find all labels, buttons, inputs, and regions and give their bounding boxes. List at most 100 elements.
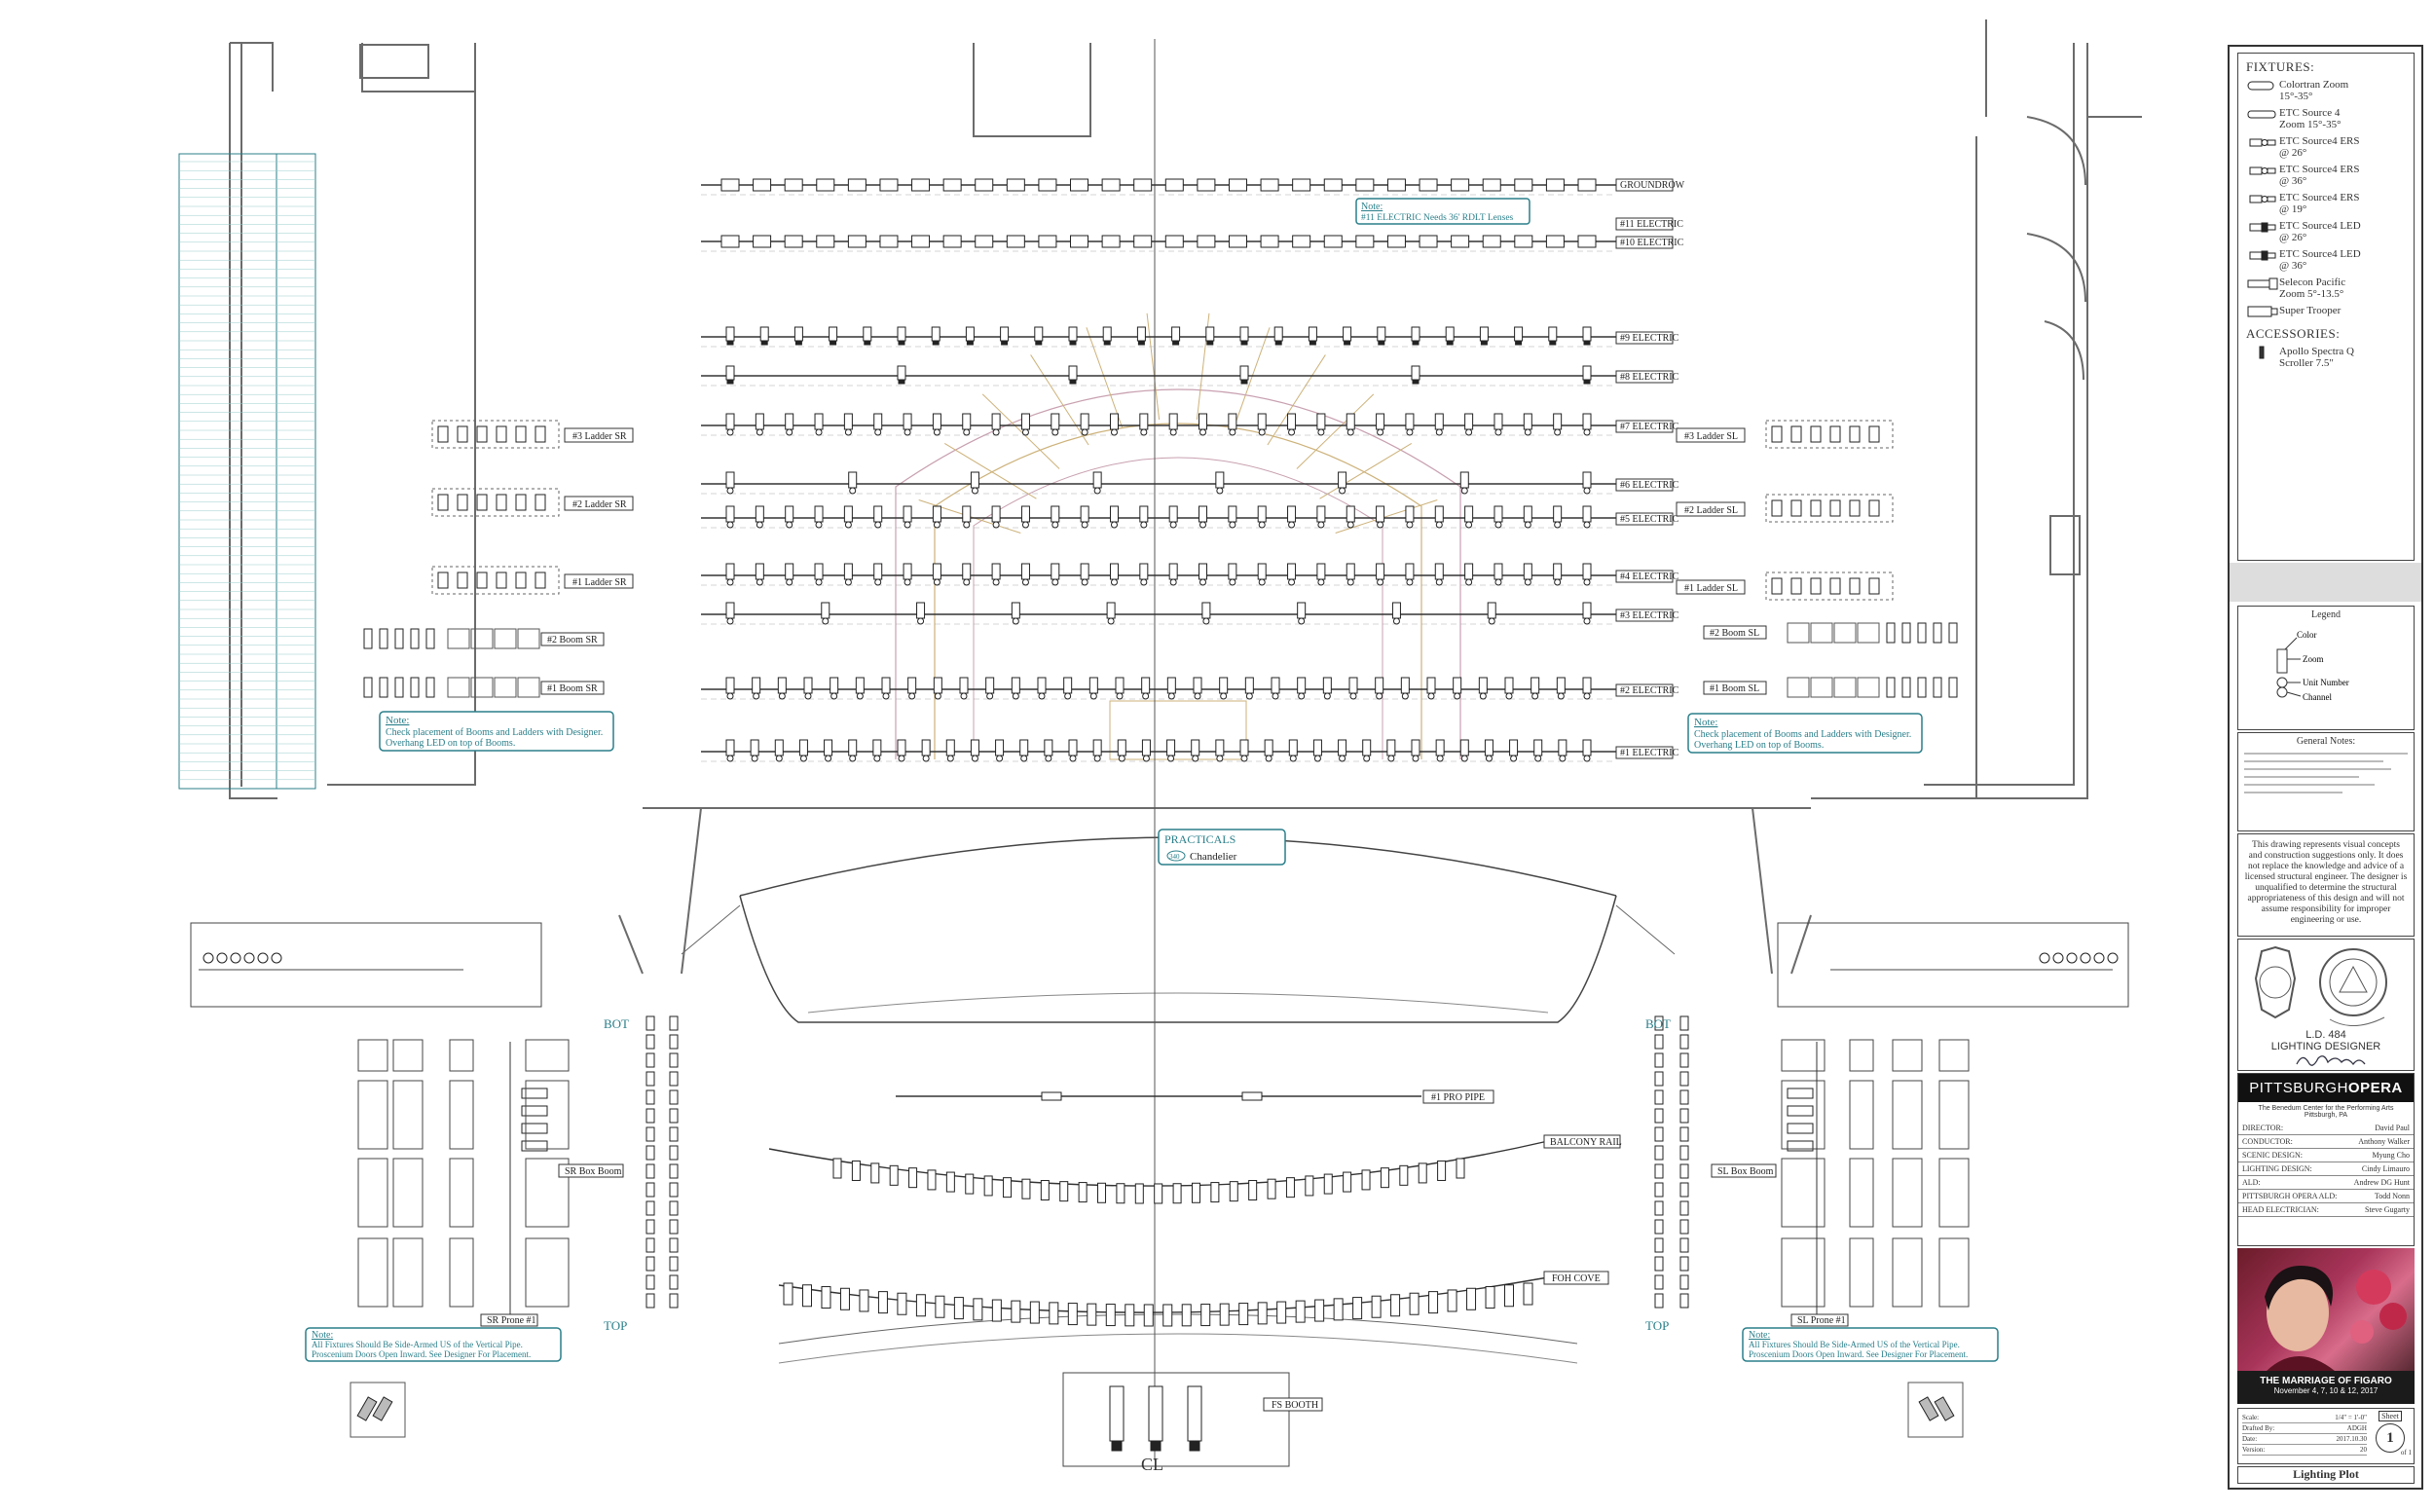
fixture-body	[1092, 471, 1102, 489]
wall-segment	[618, 914, 644, 975]
foh-fixture	[1466, 1287, 1477, 1310]
fixture-unit	[1197, 178, 1216, 192]
fixture-unit	[1582, 471, 1592, 495]
fixture-unit	[752, 677, 761, 700]
fixture-unit	[1386, 178, 1406, 192]
fixture-lens	[1064, 692, 1072, 700]
fixture-unit	[814, 413, 824, 436]
fixture-body	[881, 677, 891, 694]
fixture-body	[1348, 677, 1358, 694]
credit-role: LIGHTING DESIGN:	[2242, 1164, 2312, 1173]
tower-fixture	[1654, 1293, 1664, 1309]
fixture-body	[1115, 677, 1125, 694]
fixture-body	[1514, 326, 1524, 342]
fixture-lens	[1435, 578, 1443, 586]
tower-fixture	[645, 1237, 655, 1253]
label-ladder-sl-2: #2 Ladder SL	[1684, 505, 1738, 516]
fixture-unit	[1297, 602, 1307, 625]
fixture-unit	[932, 413, 941, 436]
fixture-unit	[1292, 178, 1311, 192]
fixture-body	[725, 677, 735, 694]
fixture-lens	[1103, 340, 1111, 346]
fixture-body	[1037, 677, 1047, 694]
ladder-fixture-body	[476, 425, 488, 443]
fixture-body	[1228, 563, 1237, 580]
fixture-body	[816, 178, 835, 192]
fixture-unit	[1377, 326, 1386, 346]
fixture-lens	[963, 578, 971, 586]
fixture-unit	[1582, 505, 1592, 529]
label-ladder-sl-3: #3 Ladder SL	[1684, 431, 1738, 442]
tower-fixture	[669, 1163, 679, 1179]
fixture-lens	[1494, 521, 1502, 529]
fixture-body	[1244, 677, 1254, 694]
fixture-body	[1545, 178, 1565, 192]
fixture-body	[1117, 739, 1126, 756]
seating-box	[1781, 1080, 1826, 1150]
fixture-lens	[1069, 340, 1077, 346]
fixture-unit	[1343, 326, 1352, 346]
fixture-unit	[907, 677, 917, 700]
fixture-lens	[1583, 692, 1591, 700]
fixture-unit	[1312, 739, 1322, 762]
fixture-body	[1141, 677, 1151, 694]
fixture-unit	[1297, 677, 1307, 700]
label-sl-prone: SL Prone #1	[1797, 1315, 1846, 1326]
fixture-unit	[1244, 677, 1254, 700]
fixture-lens	[726, 487, 734, 495]
fixture-unit	[1080, 563, 1089, 586]
followspot	[1187, 1385, 1202, 1442]
colortran-zoom-icon	[2246, 79, 2279, 92]
fixture-unit	[1201, 602, 1211, 625]
fixture-body	[855, 677, 865, 694]
fixture-body	[1504, 677, 1514, 694]
ladder-fixture	[476, 494, 488, 511]
foh-fixture	[1257, 1302, 1268, 1325]
boom-box	[447, 628, 470, 649]
fixture-lens	[1142, 755, 1150, 762]
drawing-title: Lighting Plot	[2237, 1466, 2415, 1484]
fixture-unit	[1545, 178, 1565, 192]
fixture-unit	[1051, 505, 1060, 529]
house-positions	[350, 1039, 1970, 1438]
fixture-unit	[1139, 563, 1149, 586]
grey-spacer	[2230, 563, 2421, 602]
fixture-body	[1523, 505, 1532, 523]
show-poster-image: THE MARRIAGE OF FIGARO November 4, 7, 10…	[2237, 1248, 2415, 1404]
ladder-fixture	[1771, 425, 1783, 443]
tower-fixture	[669, 1145, 679, 1161]
ladder-fixture	[1810, 499, 1822, 517]
orchestra-pit	[739, 895, 1617, 1023]
fixture-body	[945, 739, 955, 756]
boom-box	[1810, 677, 1833, 698]
union-box: L.D. 484 LIGHTING DESIGNER	[2237, 939, 2415, 1071]
fixture-unit	[1000, 326, 1010, 346]
sheet-field: Scale:1/4" = 1'-0"	[2242, 1413, 2367, 1423]
balcony-fixture	[1323, 1173, 1333, 1195]
credit-name: Andrew DG Hunt	[2353, 1178, 2410, 1187]
label-fs-booth: FS BOOTH	[1272, 1400, 1318, 1411]
credit-name: Cindy Limauro	[2361, 1164, 2410, 1173]
fixture-body	[755, 563, 764, 580]
fixture-unit	[962, 505, 972, 529]
sheet-field-label: Scale:	[2242, 1414, 2260, 1421]
foh-fixture	[1523, 1282, 1533, 1306]
fixture-body	[962, 505, 972, 523]
fixture-body	[1287, 413, 1297, 430]
fixture-unit	[1484, 739, 1494, 762]
fixture-body	[1346, 505, 1355, 523]
fixture-lens	[1199, 578, 1207, 586]
tower-fixture	[1679, 1052, 1689, 1068]
tower-fixture	[645, 1256, 655, 1272]
fixture-body	[1343, 326, 1352, 342]
fixture-unit	[1068, 739, 1078, 762]
box-boom-fixture	[521, 1105, 548, 1117]
balcony-fixture	[1380, 1167, 1389, 1189]
fixture-body	[1228, 235, 1247, 248]
boom-note-sr-line1: Check placement of Booms and Ladders wit…	[386, 727, 603, 738]
fixture-unit	[814, 563, 824, 586]
fixture-body	[1316, 563, 1326, 580]
ladder-fixture-body	[1849, 425, 1861, 443]
balcony-fixture	[851, 1160, 861, 1181]
ladder-fixture	[1771, 577, 1783, 595]
